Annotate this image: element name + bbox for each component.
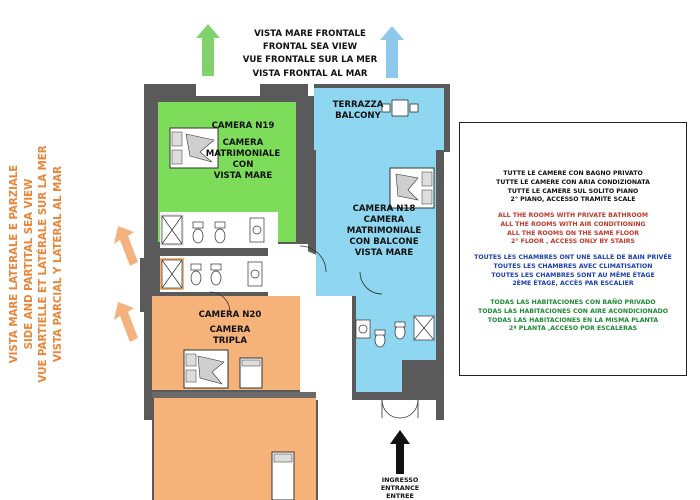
- toilet-icon: [190, 263, 202, 286]
- arrow-up-icon: [390, 430, 410, 474]
- table-icon: [381, 99, 419, 117]
- info-spanish: TODAS LAS HABITACIONES CON BAÑO PRIVADO …: [477, 299, 669, 333]
- side-sea-view-label: VISTA MARE LATERALE E PARZIALE SIDE AND …: [9, 145, 64, 383]
- frontal-sea-view-label: VISTA MARE FRONTALE FRONTAL SEA VIEW VUE…: [242, 29, 378, 79]
- info-french: TOUTES LES CHAMBRES ONT UNE SALLE DE BAI…: [474, 254, 672, 288]
- room-n18-label: CAMERA N18 CAMERA MATRIMONIALE CON BALCO…: [346, 204, 422, 258]
- sink-icon: [355, 319, 371, 339]
- sink-icon: [247, 261, 263, 287]
- toilet-icon: [210, 263, 222, 286]
- arrow-up-icon: [196, 24, 220, 76]
- info-english: ALL THE ROOMS WITH PRIVATE BATHROOM ALL …: [497, 212, 649, 246]
- shower-icon: [161, 215, 183, 245]
- room-n20-label: CAMERA N20 CAMERA TRIPLA: [198, 310, 262, 346]
- toilet-icon: [374, 329, 386, 348]
- sink-icon: [249, 217, 265, 243]
- arrow-up-icon: [114, 226, 138, 342]
- info-italian: TUTTE LE CAMERE CON BAGNO PRIVATO TUTTE …: [496, 170, 650, 204]
- arrow-up-icon: [380, 26, 404, 78]
- bed-icon: [183, 349, 263, 389]
- entrance-label: INGRESSO ENTRANCE ENTREE: [380, 476, 420, 500]
- terrace-label: TERRAZZA BALCONY: [332, 100, 384, 121]
- room-n19-label: CAMERA N19 CAMERA MATRIMONIALE CON VISTA…: [205, 121, 281, 181]
- toilet-icon: [394, 321, 406, 340]
- bed-icon: [389, 167, 435, 209]
- info-box: TUTTE LE CAMERE CON BAGNO PRIVATO TUTTE …: [459, 122, 687, 376]
- toilet-icon: [214, 221, 226, 244]
- terrace: [314, 88, 444, 150]
- shower-icon: [161, 259, 183, 289]
- bed-icon: [271, 451, 295, 500]
- shower-icon: [413, 315, 435, 341]
- toilet-icon: [192, 221, 204, 244]
- bed-icon: [169, 127, 219, 169]
